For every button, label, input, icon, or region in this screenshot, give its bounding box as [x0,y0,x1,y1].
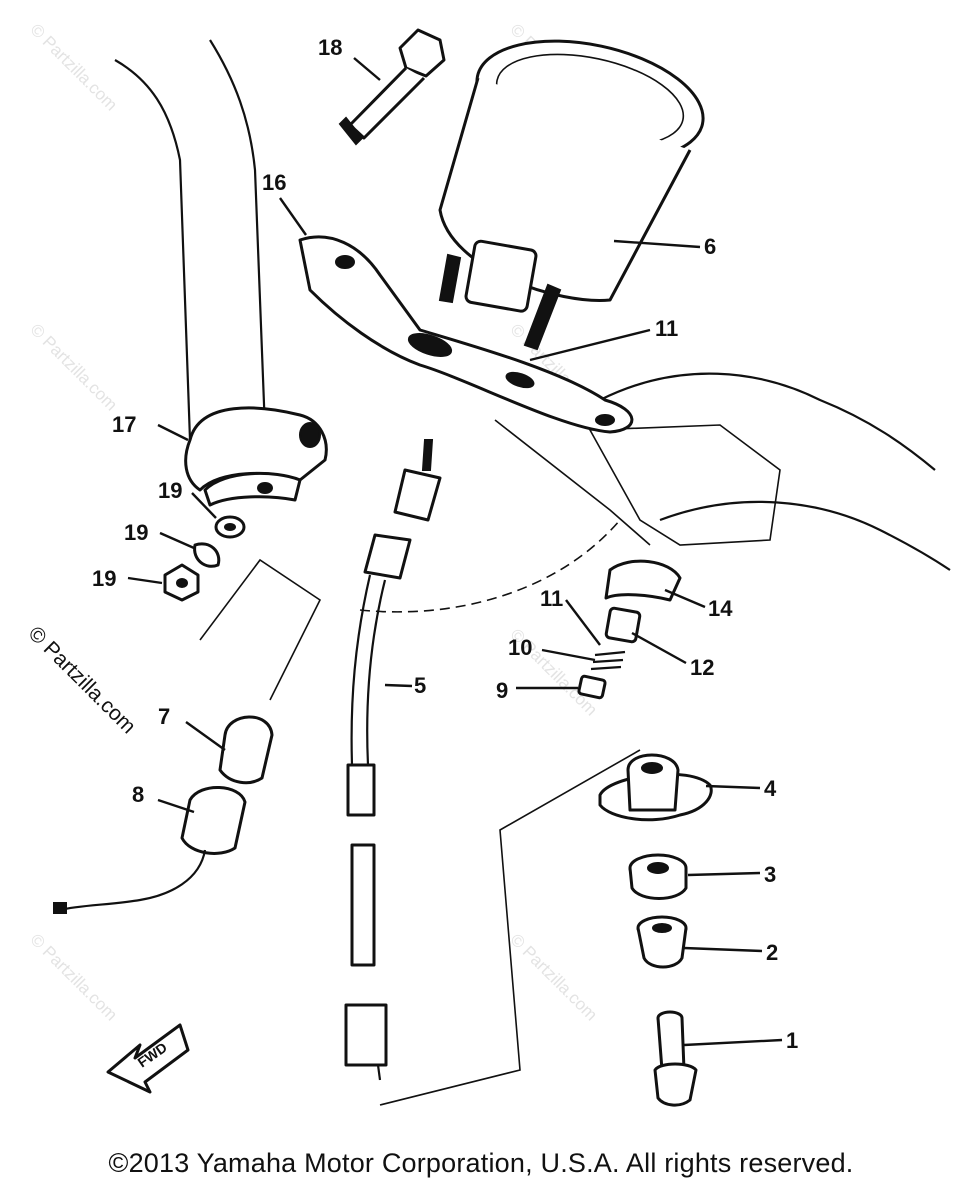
exploded-view-drawing: FWD 18 16 6 11 [53,28,951,1107]
callout-8: 8 [132,782,144,807]
guide-line [199,558,322,701]
callout-12: 12 [690,655,714,680]
copyright-notice: ©2013 Yamaha Motor Corporation, U.S.A. A… [108,1148,854,1178]
callout-5: 5 [414,673,426,698]
bushing [636,915,688,969]
nut [163,563,200,602]
switch-holder [604,606,642,644]
guide-line [494,419,651,546]
guide-line [379,749,641,1106]
guide-curve [359,519,621,613]
forward-direction-arrow: FWD [106,1023,190,1094]
callout-15: 17 [112,412,136,437]
meter-bracket [298,235,634,434]
washer [214,515,246,539]
callout-11-lower: 11 [540,586,563,611]
driven-gear [653,1010,698,1107]
lock-washer [193,542,221,568]
callout-11-upper: 11 [655,316,678,341]
callout-1: 1 [786,1028,798,1053]
speedometer-cable [344,439,442,1081]
callout-2: 2 [766,940,778,965]
callout-9: 9 [496,678,508,703]
callout-18: 19 [124,520,148,545]
callout-3: 3 [764,862,776,887]
leader-lines [127,57,783,1047]
speedometer-meter [438,39,705,351]
oil-seal [628,853,688,900]
contact-pin [577,674,607,700]
spring [590,650,626,671]
handlebar-clamp [184,406,328,507]
callout-16: 18 [318,35,342,60]
bolt [338,28,446,146]
handlebar-outline [114,39,267,441]
callout-7: 7 [158,704,170,729]
callout-6: 6 [704,234,716,259]
meter-bulb [218,715,274,785]
callout-19: 19 [92,566,116,591]
callout-13: 14 [708,596,733,621]
bulb-socket [53,786,247,914]
callout-4: 4 [764,776,777,801]
callout-14: 16 [262,170,286,195]
callout-17: 19 [158,478,182,503]
callout-10: 10 [508,635,532,660]
frame-outline [588,372,951,571]
gear-housing [598,753,713,822]
switch-rubber [604,559,682,602]
